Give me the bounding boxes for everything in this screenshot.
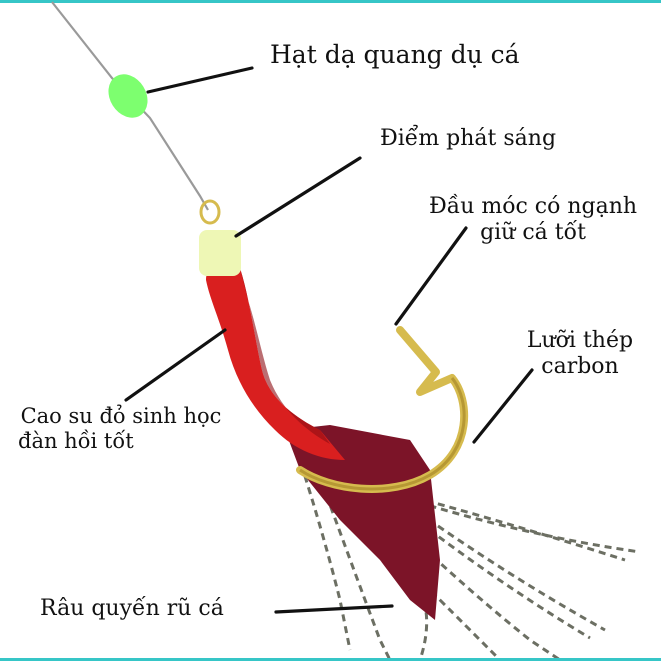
- label-hook-point-line2: giữ cá tốt: [480, 220, 586, 246]
- label-rubber-line1: Cao su đỏ sinh học: [20, 404, 222, 428]
- callout-carbon: [472, 368, 534, 444]
- callout-bead: [146, 66, 254, 94]
- label-luminous-bead: Hạt dạ quang dụ cá: [270, 40, 520, 69]
- label-red-rubber: Cao su đỏ sinh học đàn hồi tốt: [0, 404, 242, 454]
- label-glow-point: Điểm phát sáng: [380, 126, 557, 151]
- luminous-bead: [108, 74, 148, 118]
- tentacle: [379, 486, 626, 562]
- callout-rubber: [124, 328, 227, 402]
- glow-point: [199, 230, 241, 276]
- callout-tentacles: [274, 604, 394, 614]
- callout-hook-point: [394, 226, 468, 326]
- label-tentacles: Râu quyến rũ cá: [40, 596, 224, 621]
- label-rubber-line2: đàn hồi tốt: [18, 429, 134, 454]
- hook-eye: [199, 199, 221, 225]
- label-carbon-line1: Lưỡi thép: [526, 328, 634, 353]
- tentacle: [394, 493, 641, 554]
- leader-line: [51, 1, 209, 211]
- frame-bottom-border: [0, 658, 661, 661]
- callout-glow: [234, 156, 362, 238]
- label-carbon-line2: carbon: [541, 354, 619, 380]
- hook-shading: [299, 377, 466, 491]
- label-hook-point: Đầu móc có ngạnh giữ cá tốt: [410, 194, 656, 247]
- label-carbon-steel: Lưỡi thép carbon: [505, 328, 655, 381]
- lure-skirt: [285, 425, 440, 620]
- label-hook-point-line1: Đầu móc có ngạnh: [428, 194, 638, 219]
- frame-top-border: [0, 0, 661, 3]
- red-rubber-body: [206, 264, 345, 460]
- callout-lines: [124, 66, 534, 614]
